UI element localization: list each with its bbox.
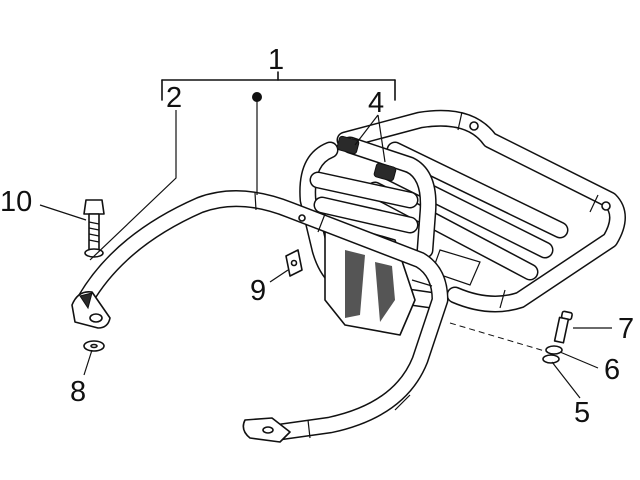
- leader-lines: [39, 92, 612, 399]
- callout-1-bracket: [161, 71, 396, 101]
- assembly-axis-line: [449, 322, 549, 353]
- washer-item-6: [545, 345, 563, 355]
- callout-10: 10: [0, 186, 32, 218]
- callout-9: 9: [250, 275, 266, 307]
- callout-8: 8: [70, 376, 86, 408]
- bolt-item-10: [83, 199, 105, 258]
- washer-item-8: [83, 340, 105, 352]
- callout-1: 1: [268, 44, 284, 76]
- plate-item-9: [285, 249, 303, 277]
- callout-5: 5: [574, 397, 590, 429]
- callout-6: 6: [604, 354, 620, 386]
- main-tube-frame: [71, 190, 449, 443]
- washer-item-5: [542, 354, 560, 364]
- callout-7: 7: [618, 313, 634, 345]
- callout-4: 4: [368, 87, 384, 119]
- callout-2: 2: [166, 82, 182, 114]
- screw-item-7: [553, 310, 573, 344]
